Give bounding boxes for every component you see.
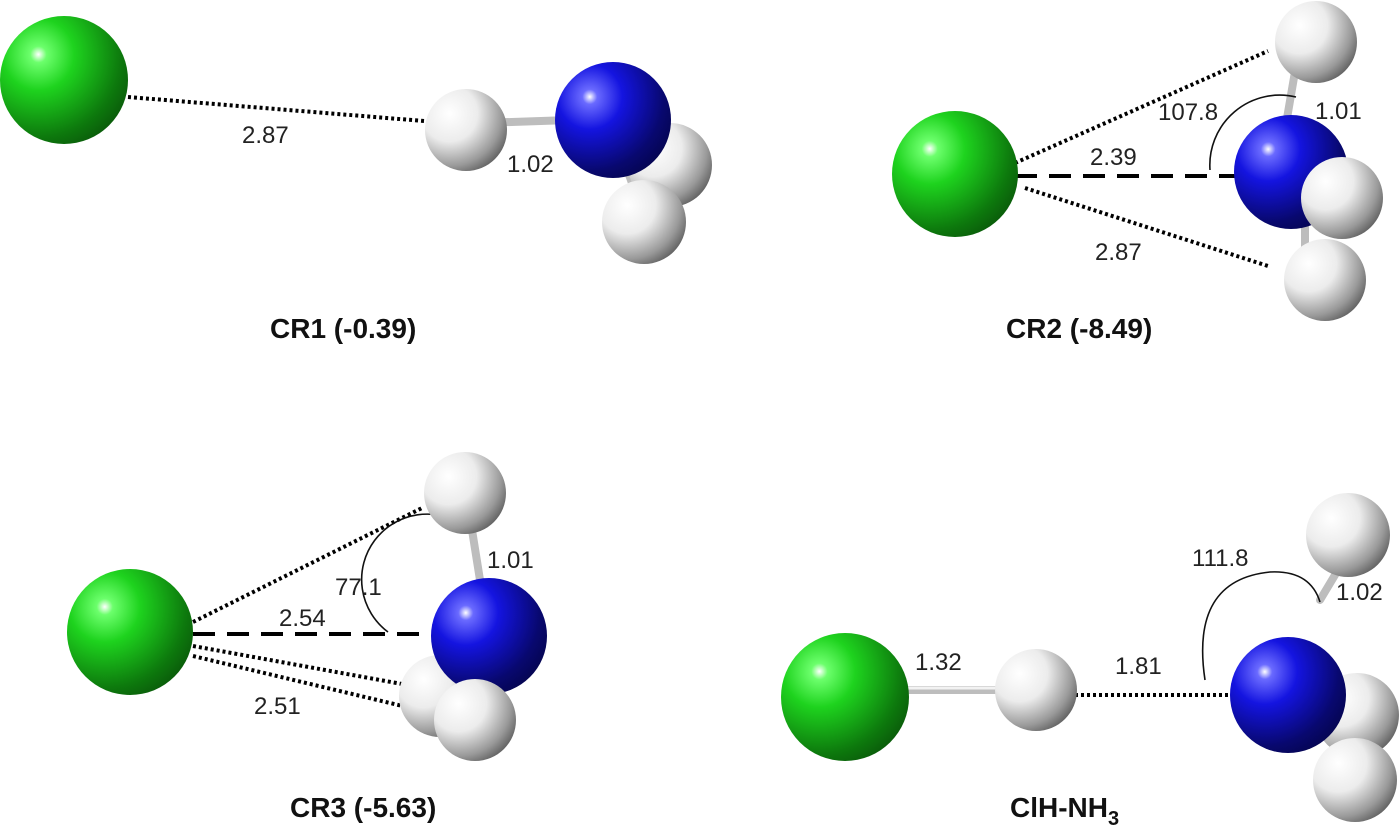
caption-main: ClH-NH <box>1010 792 1108 823</box>
panel-clh-nh3: 111.8 1.02 1.32 1.81 ClH-NH3 <box>781 493 1399 830</box>
distance-label: 2.87 <box>1095 239 1142 266</box>
distance-label: 1.02 <box>507 151 554 178</box>
angle-label: 107.8 <box>1158 99 1218 126</box>
contact-line-cl-h <box>127 95 425 123</box>
hydrogen-atom <box>1284 239 1366 321</box>
distance-label: 1.01 <box>487 547 534 574</box>
angle-arc <box>1201 571 1321 681</box>
panel-cr3: 77.1 1.01 2.54 2.51 CR3 (-5.63) <box>67 452 547 823</box>
distance-label: 2.39 <box>1090 144 1137 171</box>
panel-caption: ClH-NH3 <box>1010 792 1119 830</box>
hydrogen-atom <box>1313 738 1397 822</box>
caption-subscript: 3 <box>1108 808 1119 830</box>
chlorine-atom <box>0 16 128 144</box>
hydrogen-atom <box>995 649 1077 731</box>
contact-line-cl-h-upper <box>192 506 423 624</box>
panel-cr2: 107.8 1.01 2.39 2.87 CR2 (-8.49) <box>892 1 1383 344</box>
chlorine-atom <box>781 633 909 761</box>
hydrogen-atom <box>602 180 686 264</box>
distance-label: 2.87 <box>242 122 289 149</box>
panel-caption: CR2 (-8.49) <box>1006 313 1152 344</box>
panel-cr1: 2.87 1.02 CR1 (-0.39) <box>0 16 712 344</box>
hydrogen-atom <box>1275 1 1357 83</box>
nitrogen-atom <box>555 62 671 178</box>
distance-label: 2.51 <box>254 693 301 720</box>
distance-label: 1.32 <box>915 649 962 676</box>
chlorine-atom <box>67 569 193 695</box>
angle-label: 111.8 <box>1192 545 1249 572</box>
hydrogen-atom <box>434 679 516 761</box>
angle-arc <box>1209 94 1297 171</box>
hydrogen-atom <box>1301 157 1383 239</box>
distance-label: 1.01 <box>1315 98 1362 125</box>
bond-n-h <box>1316 566 1342 604</box>
nitrogen-atom <box>1230 637 1346 753</box>
bond-n-h <box>468 526 484 584</box>
nitrogen-atom <box>431 578 547 694</box>
distance-label: 1.02 <box>1336 579 1383 606</box>
contact-line-cl-h-lower <box>1024 186 1269 268</box>
angle-label: 77.1 <box>335 574 382 601</box>
panel-caption: CR3 (-5.63) <box>290 792 436 823</box>
distance-label: 1.81 <box>1115 653 1162 680</box>
chlorine-atom <box>892 111 1018 237</box>
panel-caption: CR1 (-0.39) <box>270 313 416 344</box>
hydrogen-atom <box>425 89 507 171</box>
distance-label: 2.54 <box>279 605 326 632</box>
hydrogen-atom <box>1306 493 1390 577</box>
contact-line-cl-h-upper <box>1014 49 1269 165</box>
hydrogen-atom <box>424 452 506 534</box>
